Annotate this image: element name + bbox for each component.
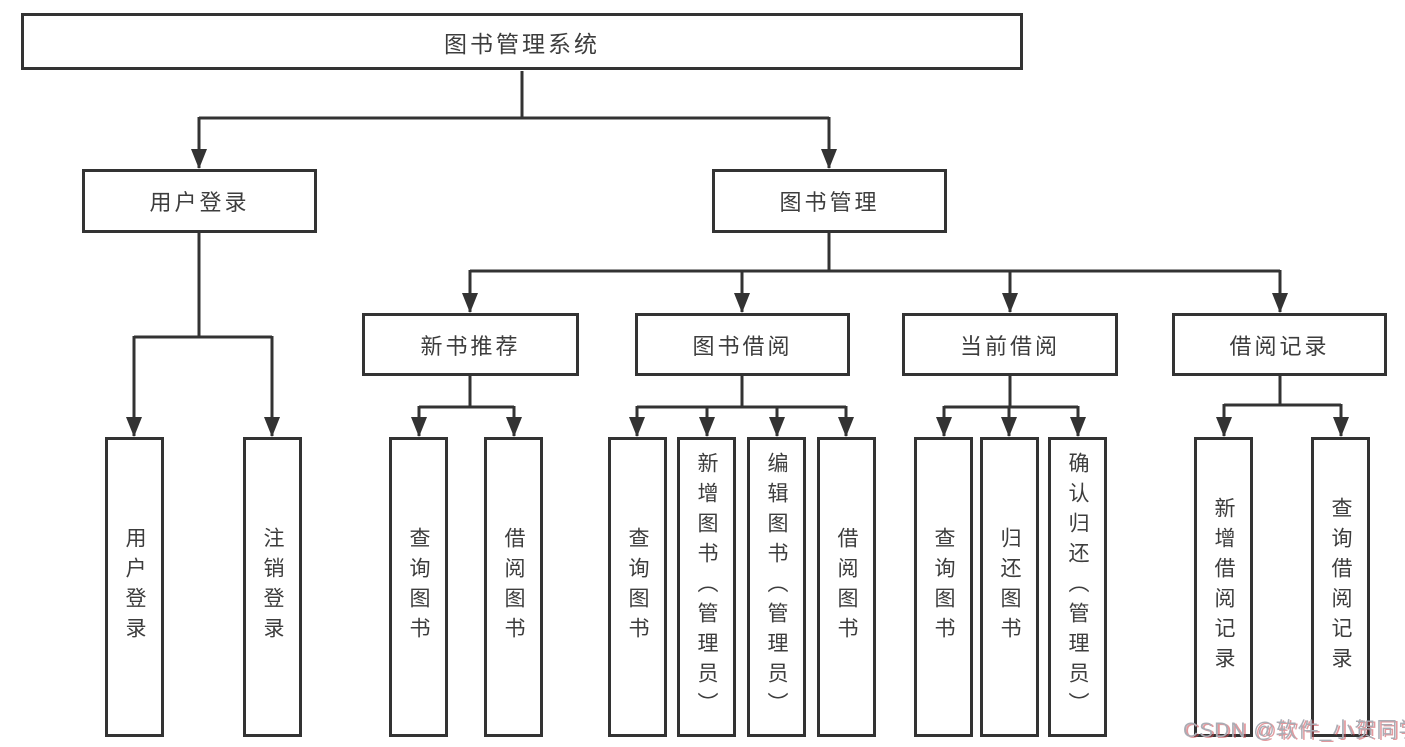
node-leaf-borrow-books: 借阅图书 xyxy=(817,437,876,737)
node-book-borrowing: 图书借阅 xyxy=(635,313,850,376)
leaf-label: 确认归还（管理员） xyxy=(1066,452,1089,722)
leaf-label: 查询借阅记录 xyxy=(1329,497,1352,677)
node-leaf-query-books-recommend: 查询图书 xyxy=(389,437,448,737)
leaf-label: 注销登录 xyxy=(261,527,284,647)
node-leaf-query-books-borrowing: 查询图书 xyxy=(608,437,667,737)
leaf-label: 查询图书 xyxy=(626,527,649,647)
leaf-label: 借阅图书 xyxy=(502,527,525,647)
connector xyxy=(199,71,829,120)
connector xyxy=(944,375,1078,409)
node-leaf-confirm-return-admin: 确认归还（管理员） xyxy=(1048,437,1107,737)
node-leaf-logout: 注销登录 xyxy=(243,437,302,737)
leaf-label: 新增借阅记录 xyxy=(1212,497,1235,677)
node-user-login: 用户登录 xyxy=(82,169,317,233)
node-leaf-return-books: 归还图书 xyxy=(980,437,1039,737)
leaf-label: 查询图书 xyxy=(932,527,955,647)
leaf-label: 用户登录 xyxy=(123,527,146,647)
node-leaf-edit-books-admin: 编辑图书（管理员） xyxy=(747,437,806,737)
leaf-label: 归还图书 xyxy=(998,527,1021,647)
node-leaf-query-borrow-record: 查询借阅记录 xyxy=(1311,437,1370,737)
csdn-watermark: CSDN @软件_小贺同学 xyxy=(1183,719,1405,742)
node-leaf-add-books-admin: 新增图书（管理员） xyxy=(677,437,736,737)
leaf-label: 借阅图书 xyxy=(835,527,858,647)
connector xyxy=(1224,375,1341,407)
node-root-library-system: 图书管理系统 xyxy=(21,13,1023,70)
node-leaf-query-books-current: 查询图书 xyxy=(914,437,973,737)
node-leaf-borrow-books-recommend: 借阅图书 xyxy=(484,437,543,737)
leaf-label: 查询图书 xyxy=(407,527,430,647)
leaf-label: 编辑图书（管理员） xyxy=(765,452,788,722)
node-borrowing-records: 借阅记录 xyxy=(1172,313,1387,376)
node-leaf-add-borrow-record: 新增借阅记录 xyxy=(1194,437,1253,737)
node-new-book-recommendation: 新书推荐 xyxy=(362,313,579,376)
connector xyxy=(470,232,1280,273)
node-current-borrowing: 当前借阅 xyxy=(902,313,1118,376)
connector xyxy=(637,375,846,409)
leaf-label: 新增图书（管理员） xyxy=(695,452,718,722)
node-leaf-user-login: 用户登录 xyxy=(105,437,164,737)
connector xyxy=(419,375,514,409)
node-book-management: 图书管理 xyxy=(712,169,947,233)
connector xyxy=(134,232,272,339)
